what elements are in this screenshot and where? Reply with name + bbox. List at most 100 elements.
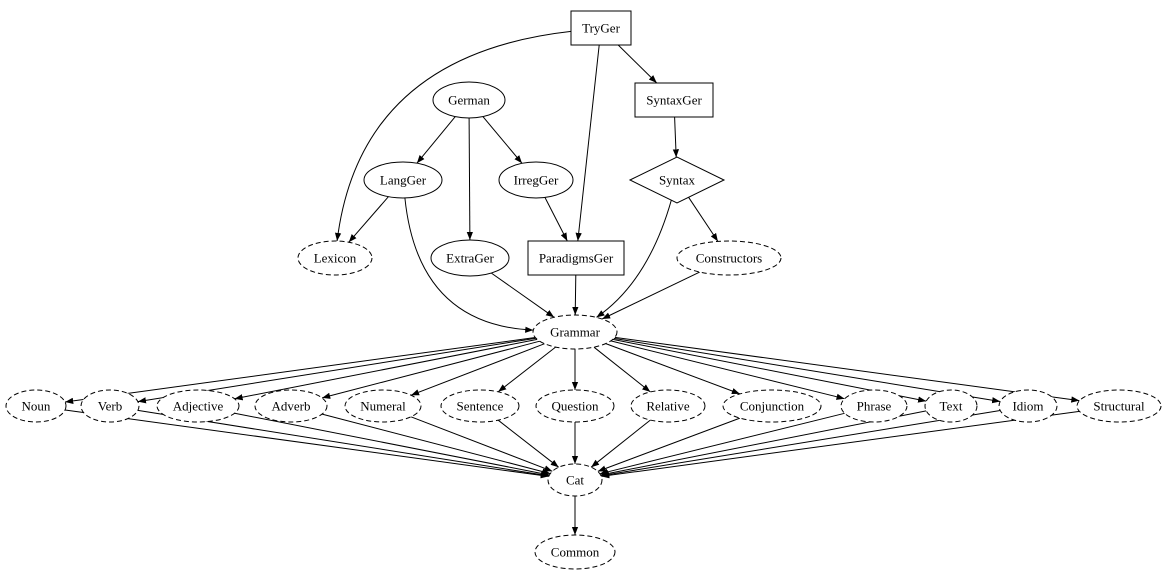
node-label-irregger: IrregGer <box>514 173 559 188</box>
node-shape-noun <box>5 389 67 423</box>
node-label-conjunction: Conjunction <box>740 399 805 414</box>
node-sentence: Sentence <box>440 389 520 423</box>
node-label-verb: Verb <box>98 399 123 414</box>
edge-syntaxger-syntax <box>672 116 680 158</box>
node-label-sentence: Sentence <box>457 399 504 414</box>
node-label-grammar: Grammar <box>550 325 600 340</box>
node-label-adjective: Adjective <box>173 399 224 414</box>
node-shape-conjunction <box>722 389 822 423</box>
edge-irregger-paradigmsger <box>544 197 568 242</box>
node-syntaxger: SyntaxGer <box>634 82 714 118</box>
node-shape-text <box>924 389 978 423</box>
edge-grammar-adverb <box>321 340 540 399</box>
node-phrase: Phrase <box>840 389 908 423</box>
edge-numeral-cat <box>410 416 553 472</box>
edge-constructors-grammar <box>601 271 700 320</box>
node-label-syntax: Syntax <box>659 173 696 188</box>
edge-grammar-adjective <box>234 338 538 401</box>
node-tryger: TryGer <box>570 10 632 46</box>
node-lexicon: Lexicon <box>297 240 373 276</box>
edge-grammar-relative <box>593 346 651 393</box>
node-cat: Cat <box>547 463 603 497</box>
edge-tryger-paradigmsger <box>575 44 600 242</box>
node-label-text: Text <box>940 399 963 414</box>
node-label-question: Question <box>552 399 599 414</box>
node-constructors: Constructors <box>676 240 782 276</box>
node-adverb: Adverb <box>254 389 328 423</box>
node-label-lexicon: Lexicon <box>314 251 357 266</box>
edge-grammar-structural <box>614 336 1080 403</box>
node-label-noun: Noun <box>22 399 51 414</box>
node-label-tryger: TryGer <box>582 21 620 36</box>
edge-grammar-numeral <box>410 343 545 396</box>
node-shape-structural <box>1076 389 1162 423</box>
node-langger: LangGer <box>363 161 443 199</box>
node-numeral: Numeral <box>344 389 422 423</box>
node-shape-syntaxger <box>634 82 714 118</box>
node-shape-relative <box>630 389 706 423</box>
node-shape-verb <box>80 389 140 423</box>
node-label-extrager: ExtraGer <box>446 251 494 266</box>
edge-german-extrager <box>466 117 473 241</box>
node-label-relative: Relative <box>646 399 690 414</box>
node-shape-sentence <box>440 389 520 423</box>
node-shape-idiom <box>998 389 1058 423</box>
node-shape-irregger <box>498 161 574 199</box>
node-noun: Noun <box>5 389 67 423</box>
node-verb: Verb <box>80 389 140 423</box>
edge-german-irregger <box>482 116 523 164</box>
node-relative: Relative <box>630 389 706 423</box>
node-shape-cat <box>547 463 603 497</box>
node-paradigmsger: ParadigmsGer <box>527 240 625 276</box>
node-common: Common <box>534 534 616 570</box>
node-label-idiom: Idiom <box>1012 399 1043 414</box>
node-shape-adjective <box>156 389 240 423</box>
edge-tryger-syntaxger <box>617 44 658 84</box>
edge-structural-cat <box>601 410 1080 479</box>
node-shape-extrager <box>430 239 510 277</box>
edge-tryger-lexicon <box>334 30 572 242</box>
node-shape-lexicon <box>297 240 373 276</box>
edges-layer <box>65 30 1080 535</box>
node-grammar: Grammar <box>532 314 618 350</box>
edge-grammar-conjunction <box>605 343 741 395</box>
node-shape-common <box>534 534 616 570</box>
node-text: Text <box>924 389 978 423</box>
node-question: Question <box>535 389 615 423</box>
node-shape-constructors <box>676 240 782 276</box>
node-label-langger: LangGer <box>380 173 427 188</box>
node-label-phrase: Phrase <box>857 399 892 414</box>
node-irregger: IrregGer <box>498 161 574 199</box>
edge-langger-grammar <box>404 197 534 333</box>
node-shape-german <box>432 81 506 119</box>
node-label-constructors: Constructors <box>696 251 762 266</box>
edge-langger-lexicon <box>348 196 389 243</box>
node-shape-adverb <box>254 389 328 423</box>
node-syntax: Syntax <box>628 156 726 204</box>
edge-german-langger <box>416 116 456 164</box>
edge-noun-cat <box>65 409 549 479</box>
edge-sentence-cat <box>497 419 560 468</box>
node-shape-numeral <box>344 389 422 423</box>
node-shape-question <box>535 389 615 423</box>
node-idiom: Idiom <box>998 389 1058 423</box>
node-label-adverb: Adverb <box>272 399 311 414</box>
edge-conjunction-cat <box>597 417 741 472</box>
node-label-cat: Cat <box>566 473 584 488</box>
edge-adverb-cat <box>321 413 551 475</box>
edge-idiom-cat <box>600 410 1001 478</box>
node-shape-grammar <box>532 314 618 350</box>
edge-grammar-sentence <box>497 346 556 393</box>
edge-extrager-grammar <box>491 272 555 318</box>
node-label-common: Common <box>551 545 600 560</box>
node-label-numeral: Numeral <box>360 399 406 414</box>
node-adjective: Adjective <box>156 389 240 423</box>
edge-syntax-grammar <box>596 200 672 318</box>
edge-adjective-cat <box>234 412 550 477</box>
node-shape-phrase <box>840 389 908 423</box>
edge-grammar-noun <box>65 337 536 405</box>
node-conjunction: Conjunction <box>722 389 822 423</box>
node-structural: Structural <box>1076 389 1162 423</box>
